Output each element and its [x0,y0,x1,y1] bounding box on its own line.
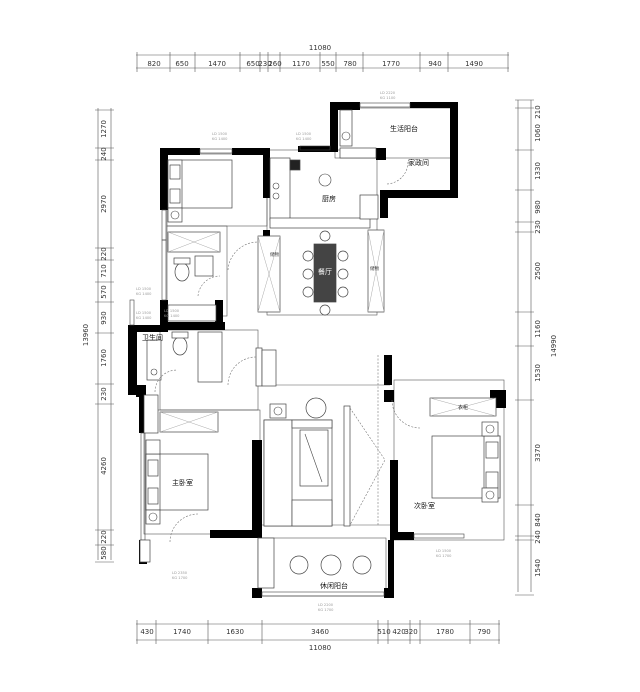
top-dim-11: 940 [428,60,441,68]
left-dimension-chain: 13960 1270 240 2970 220 710 570 930 1760… [82,108,114,563]
left-dim-8: 1760 [100,349,108,367]
room-bathroom: 卫生间 [142,333,163,342]
top-total-dim: 11080 [309,44,331,52]
left-dim-9: 230 [100,387,108,400]
bottom-dim-5: 510 [377,628,390,636]
top-dimension-chain: 11080 820 650 1470 650 230 260 1170 550 … [136,44,509,72]
left-dim-6: 570 [100,285,108,298]
top-dim-7: 1170 [292,60,310,68]
room-leisure-balcony: 休闲阳台 [320,581,348,590]
right-total-dim: 14990 [550,335,558,357]
left-dim-4: 220 [100,247,108,260]
window-spec-8b: KG 1700 [318,608,334,612]
left-dim-5: 710 [100,264,108,277]
top-dim-3: 1470 [208,60,226,68]
window-spec-9a: LD 1500 [436,549,452,553]
doors [154,161,421,543]
left-dim-11: 220 [100,530,108,543]
left-dim-7: 930 [100,311,108,324]
right-dim-9: 3370 [534,444,542,462]
right-dim-10: 840 [534,513,542,526]
bottom-dim-4: 3460 [311,628,329,636]
bed-second [429,397,501,503]
window-spec-labels: LD 2220 KG 1100 LD 1500 KG 1400 LD 1500 … [136,91,452,612]
right-dim-2: 1060 [534,124,542,142]
left-dim-3: 2970 [100,195,108,213]
bottom-dim-8: 1780 [436,628,454,636]
left-dim-1: 1270 [100,120,108,138]
room-housekeeping: 家政间 [408,158,429,167]
window-spec-8a: LD 2200 [318,603,334,607]
left-dim-12: 580 [100,546,108,559]
top-dim-1: 820 [147,60,160,68]
label-storage-left: 储物 [270,251,279,258]
window-spec-9b: KG 1700 [436,554,452,558]
room-second-bedroom: 次卧室 [414,501,435,510]
right-dim-1: 210 [534,105,542,118]
bathroom-fixtures [146,331,223,383]
window-spec-3b: KG 1400 [296,137,312,141]
furniture [139,109,501,589]
right-dim-12: 1540 [534,559,542,577]
window-spec-7b: KG 1700 [172,576,188,580]
window-spec-6b: KG 1400 [164,314,180,318]
left-dim-10: 4260 [100,457,108,475]
bottom-dim-1: 430 [140,628,153,636]
window-spec-1a: LD 2220 [380,91,396,95]
window-spec-3a: LD 1500 [296,132,312,136]
right-dimension-chain: 14990 210 1060 1330 980 230 2500 1160 15… [515,99,558,596]
top-dim-9: 780 [343,60,356,68]
bottom-dim-6: 420 [392,628,405,636]
window-spec-5b: KG 1400 [136,316,152,320]
bottom-dim-2: 1740 [173,628,191,636]
label-storage-right: 储物 [370,265,379,272]
window-spec-7a: LD 2350 [172,571,188,575]
bottom-dim-7: 320 [404,628,417,636]
room-labels: 生活阳台 家政间 厨房 餐厅 卫生间 主卧室 次卧室 休闲阳台 衣柜 储物 储物 [142,124,468,590]
window-spec-4b: KG 1400 [136,292,152,296]
window-spec-2b: KG 1400 [212,137,228,141]
bottom-dimension-chain: 430 1740 1630 3460 510 420 320 1780 790 … [136,620,500,652]
right-dim-5: 230 [534,220,542,233]
bed-top [167,159,233,223]
bottom-dim-3: 1630 [226,628,244,636]
right-dim-3: 1330 [534,162,542,180]
ensuite-fixtures [167,255,217,322]
room-master-bedroom: 主卧室 [172,478,193,487]
top-dim-12: 1490 [465,60,483,68]
window-spec-4a: LD 1500 [136,287,152,291]
window-spec-5a: LD 1500 [136,311,152,315]
window-spec-6a: LD 1500 [164,309,180,313]
right-dim-7: 1160 [534,320,542,338]
right-dim-6: 2500 [534,262,542,280]
bottom-dim-9: 790 [477,628,490,636]
dining-table [302,230,349,316]
living-sofa [263,397,351,527]
room-service-balcony: 生活阳台 [390,124,418,133]
top-dim-8: 550 [321,60,334,68]
left-total-dim: 13960 [82,324,90,346]
window-spec-2a: LD 1500 [212,132,228,136]
right-dim-8: 1530 [534,364,542,382]
right-dim-11: 240 [534,530,542,543]
label-wardrobe: 衣柜 [458,404,468,411]
bottom-total-dim: 11080 [309,644,331,652]
top-dim-5: 230 [258,60,271,68]
room-dining: 餐厅 [318,267,332,276]
windows [129,102,465,597]
top-dim-4: 650 [246,60,259,68]
bed-master [145,439,209,525]
kitchen-fixtures [269,109,379,229]
room-kitchen: 厨房 [322,194,336,203]
right-dim-4: 980 [534,200,542,213]
left-dim-2: 240 [100,147,108,160]
window-spec-1b: KG 1100 [380,96,396,100]
top-dim-6: 260 [268,60,281,68]
balcony-chairs [289,554,372,576]
top-dim-10: 1770 [382,60,400,68]
top-dim-2: 650 [175,60,188,68]
